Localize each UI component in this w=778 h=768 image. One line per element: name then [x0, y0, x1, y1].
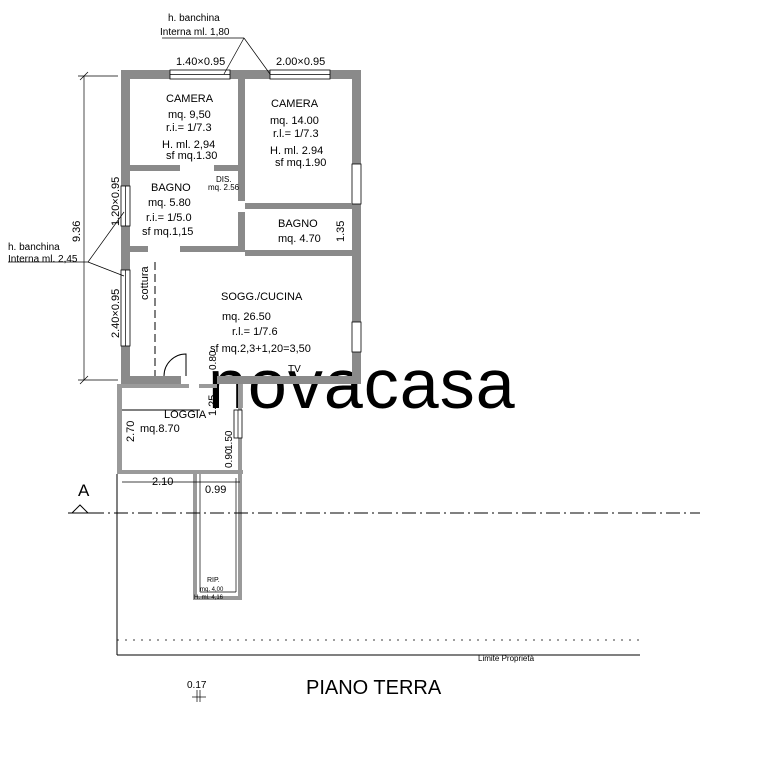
room-area: mq.8.70 [140, 423, 180, 435]
right-window-2 [351, 321, 362, 353]
section-marker: A [78, 481, 90, 500]
room-bagno-2: BAGNO mq. 4.70 [278, 218, 321, 245]
leader-lines [8, 37, 271, 277]
room-name: RIP. [207, 577, 220, 584]
room-height: H. ml. 2.94 [270, 145, 323, 157]
left-windows [120, 185, 131, 347]
room-area: mq. 26.50 [222, 311, 271, 323]
room-name: DIS. [216, 175, 232, 184]
loggia-door [163, 353, 187, 377]
room-area: mq. 5.80 [148, 197, 191, 209]
dim-width-099: 0.99 [205, 484, 226, 496]
plan-title: PIANO TERRA [306, 677, 442, 699]
property-boundary [116, 474, 640, 656]
dim-bagno2-side: 1.35 [335, 221, 347, 242]
banchina-left-2: Interna ml. 2,45 [8, 254, 78, 265]
dim-door-080: 0.80 [208, 350, 219, 370]
room-area: mq. 4,00 [200, 587, 224, 593]
tv-label: TV [288, 364, 301, 375]
room-area: mq. 9,50 [168, 109, 211, 121]
section-line-a [68, 504, 700, 514]
banchina-top-2: Interna ml. 1,80 [160, 27, 230, 38]
dimension-lines [78, 71, 240, 483]
room-dis: DIS. mq. 2.56 [208, 175, 240, 192]
room-camera-1: CAMERA mq. 9,50 r.i.= 1/7.3 H. ml. 2,94 … [162, 93, 217, 162]
room-name: CAMERA [166, 93, 214, 105]
room-soggiorno-cucina: SOGG./CUCINA mq. 26.50 r.l.= 1/7.6 sf mq… [210, 291, 311, 375]
room-area: mq. 14.00 [270, 115, 319, 127]
dim-top-right-window: 2.00×0.95 [276, 56, 325, 68]
banchina-left-1: h. banchina [8, 242, 60, 253]
room-name: BAGNO [151, 182, 191, 194]
dim-loggia-150: 1.50 [224, 430, 235, 450]
room-name: SOGG./CUCINA [221, 291, 303, 303]
dim-loggia-090: 0.90 [224, 448, 235, 468]
room-ripostiglio: RIP. mq. 4,00 H. ml. 4,16 [194, 577, 224, 601]
top-windows [169, 69, 331, 80]
room-sf: sf mq.1.90 [275, 157, 326, 169]
room-ri: r.i.= 1/7.3 [166, 122, 212, 134]
room-sf: sf mq.1,15 [142, 226, 193, 238]
room-camera-2: CAMERA mq. 14.00 r.l.= 1/7.3 H. ml. 2.94… [270, 98, 326, 169]
room-area: mq. 2.56 [208, 183, 240, 192]
dim-loggia-125: 1.25 [207, 395, 219, 416]
dim-sogg-window: 2.40×0.95 [110, 289, 122, 338]
room-height: H. ml. 4,16 [194, 595, 224, 601]
room-sf: sf mq.1.30 [166, 150, 217, 162]
dim-bagno-window: 1.20×0.95 [110, 177, 122, 226]
dim-top-left-window: 1.40×0.95 [176, 56, 225, 68]
cottura-label: cottura [139, 265, 151, 300]
interior-walls [130, 79, 352, 256]
room-height: H. ml. 2,94 [162, 139, 215, 151]
room-sf: sf mq.2,3+1,20=3,50 [210, 343, 311, 355]
dim-loggia-270: 2.70 [125, 421, 137, 442]
dim-width-210: 2.10 [152, 476, 173, 488]
room-name: CAMERA [271, 98, 319, 110]
loggia-walls [117, 384, 243, 600]
room-ri: r.l.= 1/7.6 [232, 326, 278, 338]
banchina-top-1: h. banchina [168, 13, 220, 24]
bottom-dim-mark [192, 690, 206, 702]
room-ri: r.i.= 1/5.0 [146, 212, 192, 224]
room-area: mq. 4.70 [278, 233, 321, 245]
room-name: LOGGIA [164, 409, 207, 421]
right-window [351, 163, 362, 205]
room-ri: r.l.= 1/7.3 [273, 128, 319, 140]
bottom-dim: 0.17 [187, 680, 207, 691]
room-loggia: LOGGIA mq.8.70 [140, 409, 207, 435]
room-name: BAGNO [278, 218, 318, 230]
dim-overall-height: 9.36 [71, 221, 83, 242]
room-bagno-1: BAGNO mq. 5.80 r.i.= 1/5.0 sf mq.1,15 [142, 182, 193, 238]
limite-proprieta: Limite Proprietà [478, 654, 535, 663]
